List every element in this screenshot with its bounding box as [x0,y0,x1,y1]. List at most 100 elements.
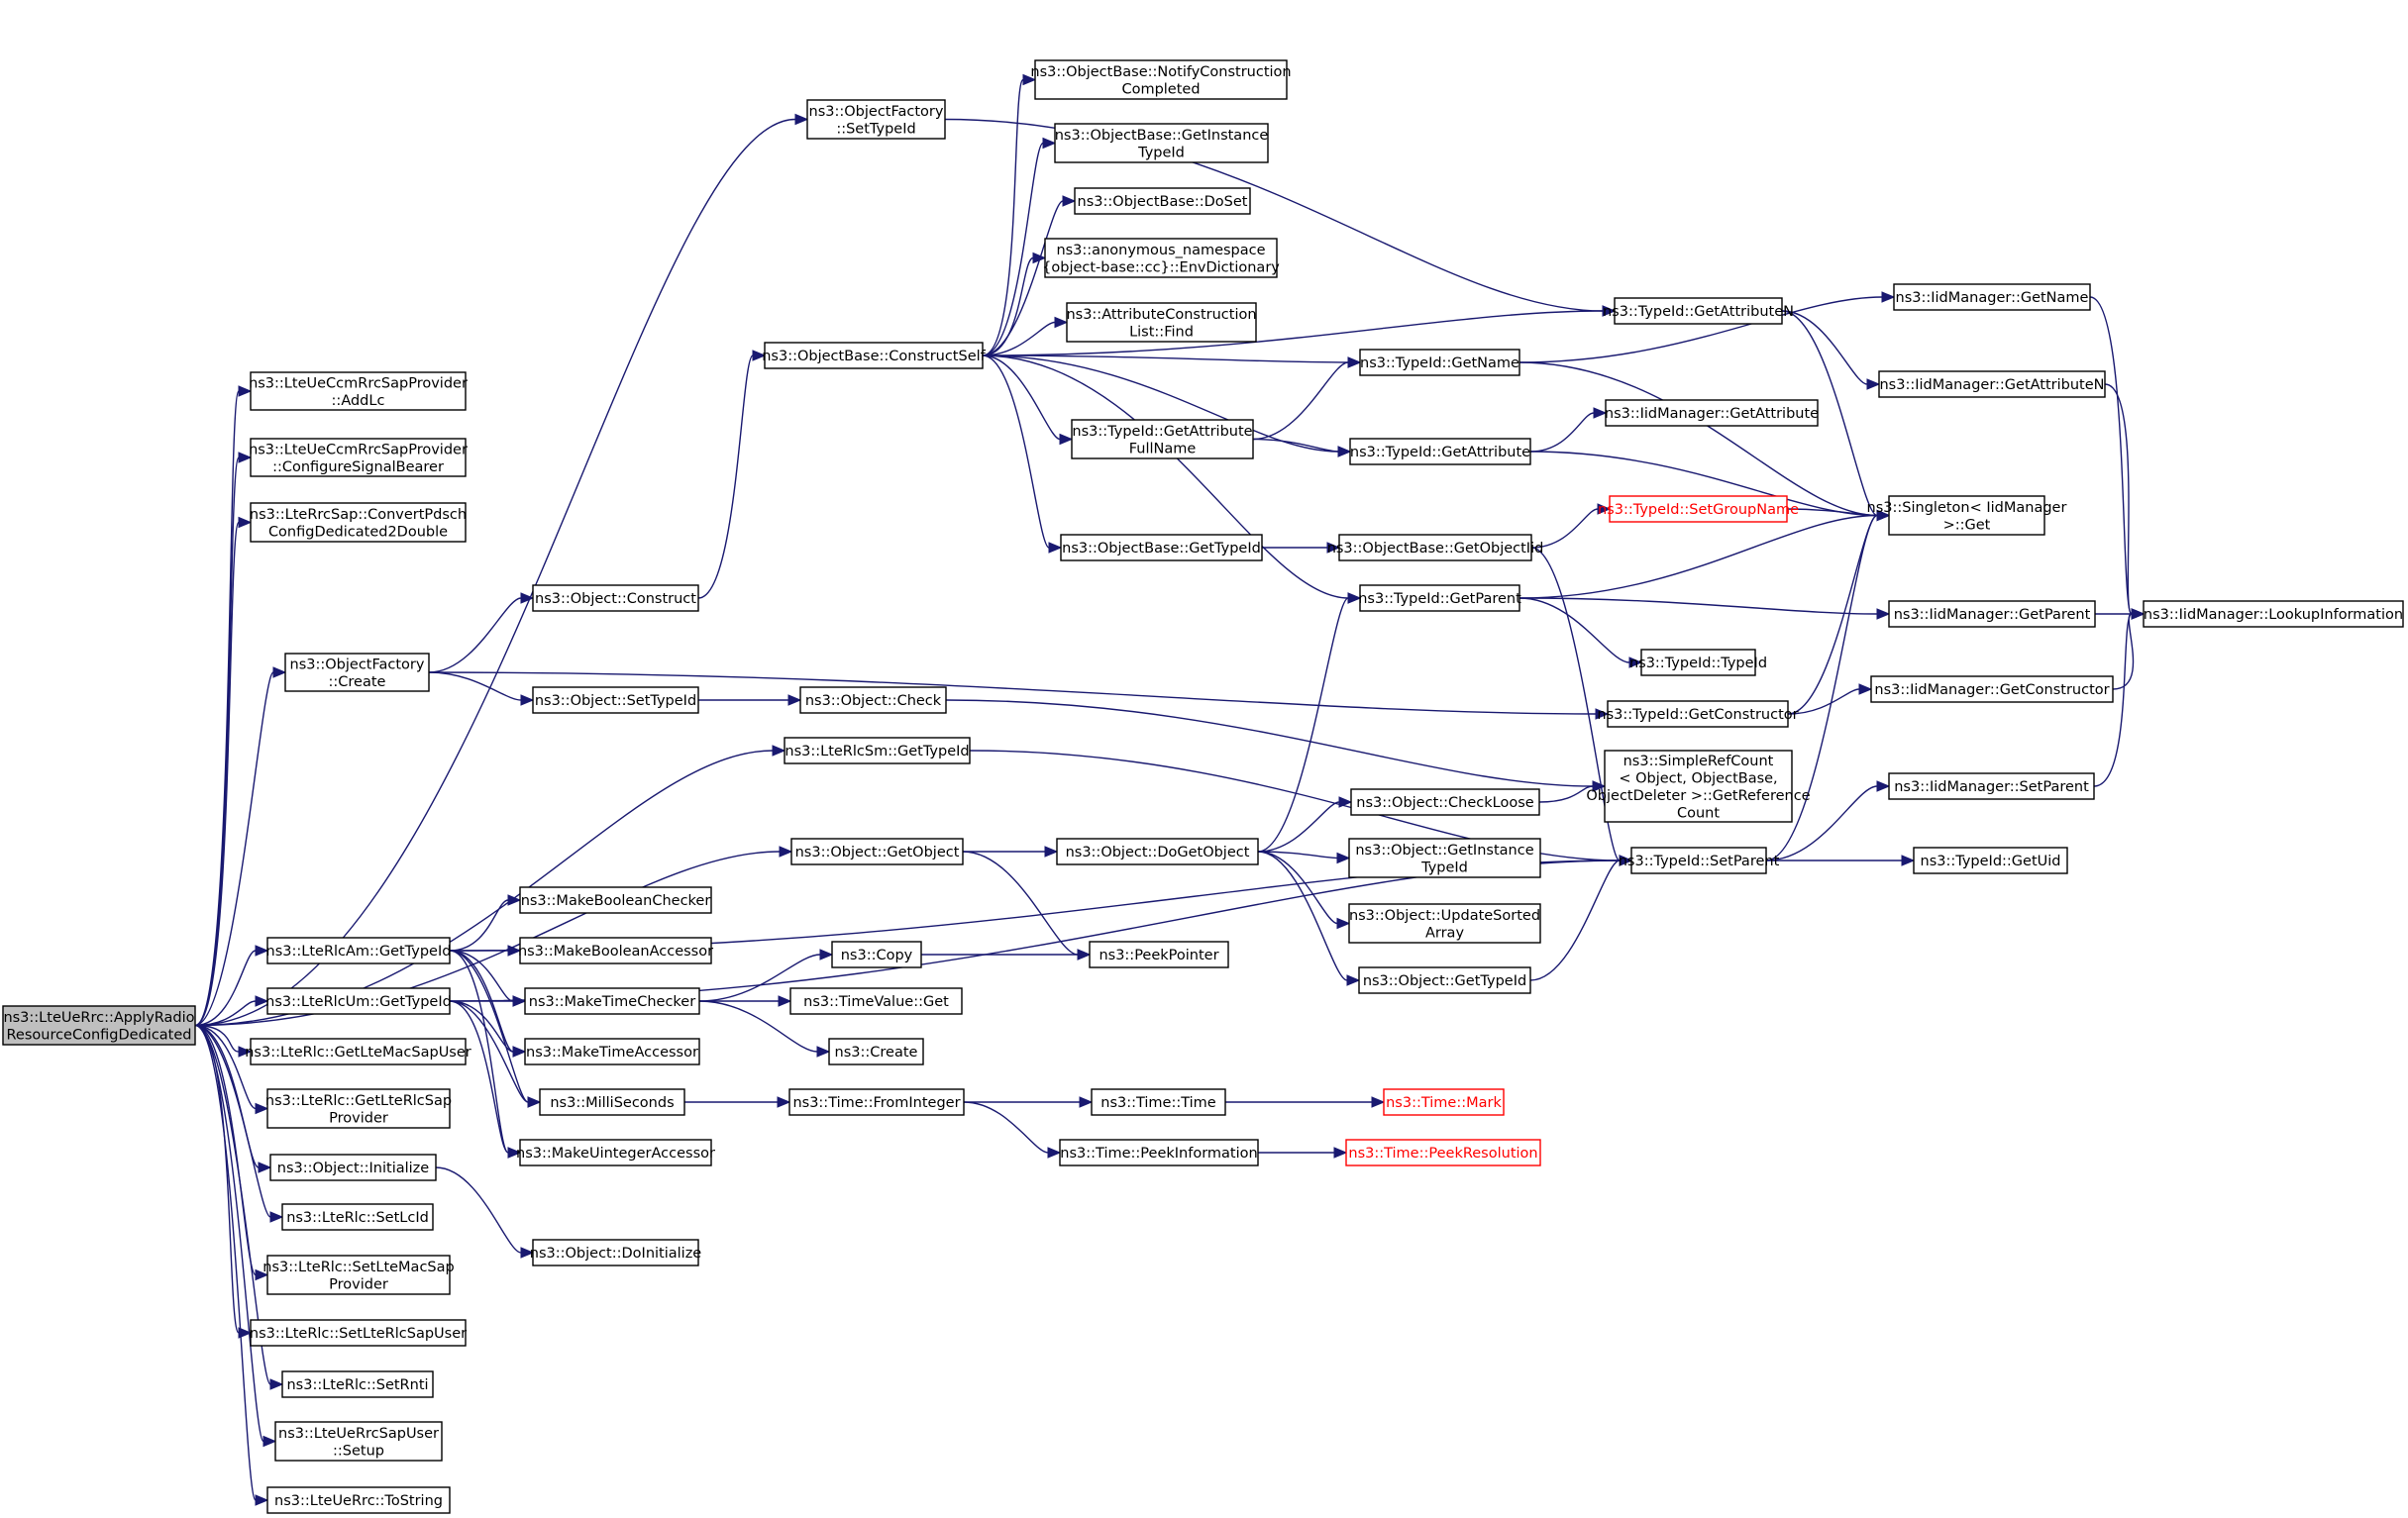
node-notifyconst-label-line: Completed [1121,81,1200,97]
node-rrcsapsetup[interactable]: ns3::LteUeRrcSapUser::Setup [274,1421,443,1462]
node-of_create-label-line: ns3::ObjectFactory [290,657,425,672]
node-configsig[interactable]: ns3::LteUeCcmRrcSapProvider::ConfigureSi… [249,438,468,477]
node-create[interactable]: ns3::Create [828,1038,924,1065]
arrowhead-of_create-to-tid_getconstructor [1595,708,1610,720]
node-time_mark[interactable]: ns3::Time::Mark [1383,1088,1505,1116]
arrowhead-obj_gettypeid-to-tid_setparent [1619,855,1633,866]
node-iid_setparent[interactable]: ns3::IidManager::SetParent [1888,772,2095,800]
node-ob_getobjectiid[interactable]: ns3::ObjectBase::GetObjectIid [1327,534,1544,561]
node-construct_self[interactable]: ns3::ObjectBase::ConstructSelf [762,342,987,369]
node-rlcum[interactable]: ns3::LteRlcUm::GetTypeId [265,987,452,1015]
arrowhead-rlcum-to-mktimeacc [512,1046,527,1058]
node-envdict-label-line: ns3::anonymous_namespace [1056,243,1265,258]
node-obj_settypeid[interactable]: ns3::Object::SetTypeId [532,686,699,714]
node-ob_gettypeid[interactable]: ns3::ObjectBase::GetTypeId [1060,534,1263,561]
node-convpdsch[interactable]: ns3::LteRrcSap::ConvertPdschConfigDedica… [250,502,467,543]
node-iid_getname[interactable]: ns3::IidManager::GetName [1893,283,2091,311]
node-of_settypeid[interactable]: ns3::ObjectFactory::SetTypeId [806,99,946,140]
edge-construct_self-to-tid_getattrn [982,310,1604,356]
node-tid_getattrn[interactable]: ns3::TypeId::GetAttributeN [1603,297,1794,325]
node-obj_gettypeid[interactable]: ns3::Object::GetTypeId [1358,966,1531,994]
node-obj_settypeid-label-line: ns3::Object::SetTypeId [535,693,696,709]
node-mktimeacc[interactable]: ns3::MakeTimeAccessor [524,1038,700,1065]
node-doinitialize[interactable]: ns3::Object::DoInitialize [530,1239,702,1266]
node-tid_typeid[interactable]: ns3::TypeId::TypeId [1629,649,1767,676]
node-tid_getname[interactable]: ns3::TypeId::GetName [1359,349,1520,376]
node-getobject[interactable]: ns3::Object::GetObject [790,838,964,865]
node-obj_construct[interactable]: ns3::Object::Construct [532,584,699,612]
node-time_time[interactable]: ns3::Time::Time [1091,1088,1226,1116]
arrowhead-root-to-setmacsapprov [255,1268,269,1281]
node-iid_getparent-label-line: ns3::IidManager::GetParent [1894,607,2091,623]
node-tid_getparent[interactable]: ns3::TypeId::GetParent [1358,584,1521,612]
node-tid_typeid-box [1640,649,1756,676]
node-time_peekinfo[interactable]: ns3::Time::PeekInformation [1059,1139,1259,1166]
node-mkboolchk-label-line: ns3::MakeBooleanChecker [521,893,711,909]
node-mkboolchk[interactable]: ns3::MakeBooleanChecker [519,886,712,914]
node-doset[interactable]: ns3::ObjectBase::DoSet [1074,187,1251,215]
node-time_frominteger[interactable]: ns3::Time::FromInteger [788,1088,965,1116]
node-envdict[interactable]: ns3::anonymous_namespace{object-base::cc… [1042,238,1280,278]
arrowhead-tid_getattr-to-iid_getattr [1593,407,1608,419]
node-tostring[interactable]: ns3::LteUeRrc::ToString [266,1486,451,1514]
edge-construct_self-to-notifyconst [982,78,1024,356]
node-addlc[interactable]: ns3::LteUeCcmRrcSapProvider::AddLc [249,371,468,411]
node-setlcid[interactable]: ns3::LteRlc::SetLcId [281,1203,434,1231]
node-tid_getattr[interactable]: ns3::TypeId::GetAttribute [1349,438,1531,465]
node-ob_gettypeid-label-line: ns3::ObjectBase::GetTypeId [1062,541,1261,557]
node-of_create[interactable]: ns3::ObjectFactory::Create [284,653,430,692]
node-dogetobject-label-line: ns3::Object::DoGetObject [1066,845,1250,860]
node-rlcsm[interactable]: ns3::LteRlcSm::GetTypeId [784,737,971,764]
node-dogetobject[interactable]: ns3::Object::DoGetObject [1056,838,1259,865]
arrowhead-of_create-to-obj_settypeid [520,694,535,706]
arrowhead-rlcum-to-millisec [527,1096,542,1108]
node-obj_check[interactable]: ns3::Object::Check [799,686,947,714]
node-initialize[interactable]: ns3::Object::Initialize [269,1154,437,1181]
node-copy[interactable]: ns3::Copy [831,941,922,968]
node-tid_setgroupname-label-line: ns3::TypeId::SetGroupName [1598,502,1799,518]
node-mkboolacc[interactable]: ns3::MakeBooleanAccessor [518,937,713,964]
node-setrlcsapuser[interactable]: ns3::LteRlc::SetLteRlcSapUser [250,1319,467,1347]
node-obj_gettypeid-label-line: ns3::Object::GetTypeId [1363,973,1526,989]
node-iid_getparent[interactable]: ns3::IidManager::GetParent [1888,600,2096,628]
node-peekpointer[interactable]: ns3::PeekPointer [1089,941,1229,968]
node-time_peekres[interactable]: ns3::Time::PeekResolution [1345,1139,1541,1166]
node-rlcam[interactable]: ns3::LteRlcAm::GetTypeId [266,937,452,964]
node-getmacsapuser[interactable]: ns3::LteRlc::GetLteMacSapUser [245,1038,471,1065]
arrowhead-initialize-to-doinitialize [520,1247,535,1259]
edge-ob_getobjectiid-to-tid_setgroupname [1530,508,1599,549]
node-iid_lookup[interactable]: ns3::IidManager::LookupInformation [2143,600,2404,628]
node-simplerefcount[interactable]: ns3::SimpleRefCount< Object, ObjectBase,… [1586,750,1811,823]
node-iid_getconstructor[interactable]: ns3::IidManager::GetConstructor [1870,675,2114,703]
edge-tid_getname-to-singleton_get [1518,361,1878,517]
edge-iid_setparent-to-iid_lookup [2093,613,2133,787]
arrowhead-dogetobject-to-updatesorted [1336,917,1351,930]
node-notifyconst[interactable]: ns3::ObjectBase::NotifyConstructionCompl… [1030,59,1292,100]
node-iid_getattr[interactable]: ns3::IidManager::GetAttribute [1605,399,1819,427]
node-tid_getattr-label-line: ns3::TypeId::GetAttribute [1350,445,1530,460]
node-timevalueget[interactable]: ns3::TimeValue::Get [789,987,963,1015]
node-checkloose[interactable]: ns3::Object::CheckLoose [1350,788,1540,816]
node-mkuintacc[interactable]: ns3::MakeUintegerAccessor [516,1139,715,1166]
node-setrnti[interactable]: ns3::LteRlc::SetRnti [281,1370,434,1398]
edge-time_frominteger-to-time_peekinfo [963,1101,1049,1154]
edge-construct_self-to-attrconstfind [982,321,1056,356]
node-tid_setparent[interactable]: ns3::TypeId::SetParent [1619,847,1780,874]
node-singleton_get[interactable]: ns3::Singleton< IidManager >::Get [1867,495,2067,536]
node-millisec[interactable]: ns3::MilliSeconds [539,1088,685,1116]
node-tid_getconstructor[interactable]: ns3::TypeId::GetConstructor [1597,700,1799,728]
arrowhead-root-to-addlc [238,385,253,397]
node-tid_setgroupname[interactable]: ns3::TypeId::SetGroupName [1598,495,1799,523]
node-mktimechk[interactable]: ns3::MakeTimeChecker [524,987,700,1015]
edge-root-to-configsig [194,456,240,1027]
node-iid_getattrn[interactable]: ns3::IidManager::GetAttributeN [1878,370,2106,398]
node-construct_self-box [764,342,984,369]
node-tid_getuid[interactable]: ns3::TypeId::GetUid [1913,847,2068,874]
